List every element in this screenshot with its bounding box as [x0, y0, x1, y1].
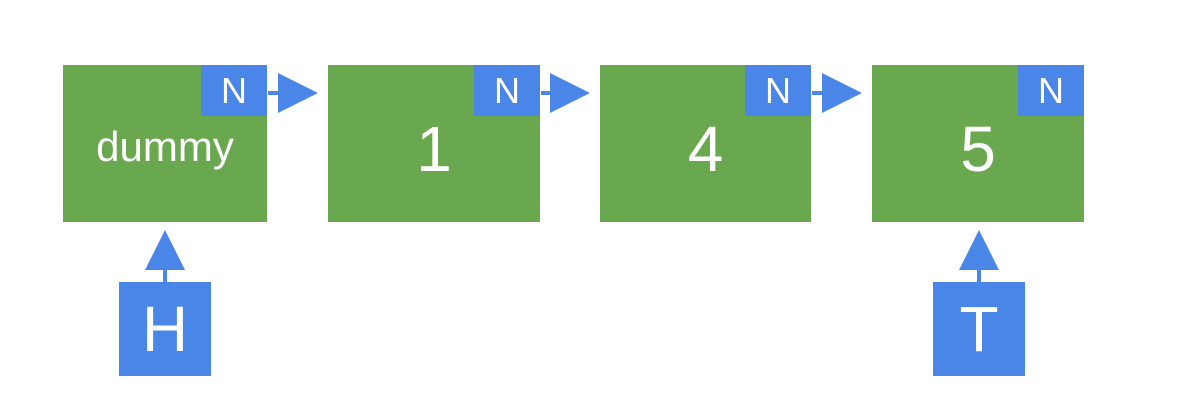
node-value: dummy	[96, 123, 234, 170]
tail-pointer: T	[933, 282, 1025, 376]
node-value: 5	[960, 113, 996, 185]
node-value: 1	[416, 113, 452, 185]
node-value: 4	[687, 113, 724, 185]
node-1: N 1	[328, 65, 540, 222]
next-pointer-box: N	[474, 65, 540, 116]
node-4: N 4	[600, 65, 811, 222]
next-pointer-box: N	[201, 65, 267, 116]
node-5: N 5	[872, 65, 1084, 222]
next-pointer-box: N	[745, 65, 811, 116]
next-pointer-box: N	[1018, 65, 1084, 116]
head-pointer: H	[119, 282, 211, 376]
node-dummy: N dummy	[63, 65, 267, 222]
